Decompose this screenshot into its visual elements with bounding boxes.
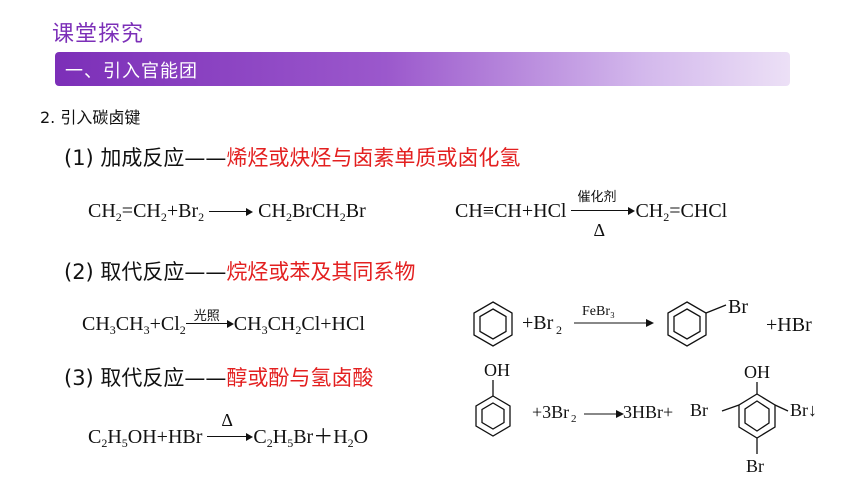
tribromophenol-ring xyxy=(721,382,789,454)
condition-febr3: FeBr₃ xyxy=(582,304,615,319)
condition-delta: Δ xyxy=(221,410,233,431)
item-label: (2) 取代反应—— xyxy=(64,260,227,284)
reaction-arrow xyxy=(209,207,254,217)
benzene-bromination-scheme: +Br 2 FeBr₃ Br +HBr xyxy=(473,296,812,347)
section-bar: 一、引入官能团 xyxy=(55,52,790,86)
catalyst-arrow: 催化剂 Δ xyxy=(571,189,636,240)
item-label: (1) 加成反应—— xyxy=(64,146,227,170)
br-left-label: Br xyxy=(690,400,708,420)
item-highlight: 烯烃或炔烃与卤素单质或卤化氢 xyxy=(226,146,521,170)
hbr-text: 3HBr+ xyxy=(623,402,673,422)
condition-delta: Δ xyxy=(593,220,606,241)
equation-ethylene-bromine: CH2=CH2+Br2 CH2BrCH2Br xyxy=(88,200,366,224)
br-precipitate-label: Br↓ xyxy=(790,400,817,420)
condition-catalyst: 催化剂 xyxy=(577,189,617,205)
section-label: 一、引入官能团 xyxy=(65,61,198,82)
item-highlight: 烷烃或苯及其同系物 xyxy=(226,260,416,284)
bromobenzene xyxy=(667,301,727,347)
item-label: (3) 取代反应—— xyxy=(64,366,227,390)
benzene-ring-reactant xyxy=(473,301,513,347)
br-label: Br xyxy=(728,296,748,318)
item-heading-1: (1) 加成反应——烯烃或炔烃与卤素单质或卤化氢 xyxy=(64,142,520,172)
item-heading-2: (2) 取代反应——烷烃或苯及其同系物 xyxy=(64,256,415,286)
page-title: 课堂探究 xyxy=(52,22,145,47)
plus-3br2-text: +3Br xyxy=(532,402,569,422)
svg-text:2: 2 xyxy=(571,413,577,425)
oh-label: OH xyxy=(484,360,510,380)
br-bottom-label: Br xyxy=(746,456,764,476)
phenol-bromination-scheme: OH +3Br 2 3HBr+ Br OH Br↓ Br xyxy=(475,360,817,476)
oh-product-label: OH xyxy=(744,362,770,382)
condition-light: 光照 xyxy=(193,308,220,324)
sub-heading: 2. 引入碳卤键 xyxy=(40,108,141,127)
hbr-product: +HBr xyxy=(766,314,812,336)
svg-text:2: 2 xyxy=(556,323,562,337)
heat-arrow: Δ xyxy=(207,410,254,444)
plus-br2-text: +Br xyxy=(522,312,554,334)
phenol-ring xyxy=(475,380,511,437)
light-arrow: 光照 xyxy=(185,308,234,331)
item-heading-3: (3) 取代反应——醇或酚与氢卤酸 xyxy=(64,362,373,392)
item-highlight: 醇或酚与氢卤酸 xyxy=(226,366,374,390)
